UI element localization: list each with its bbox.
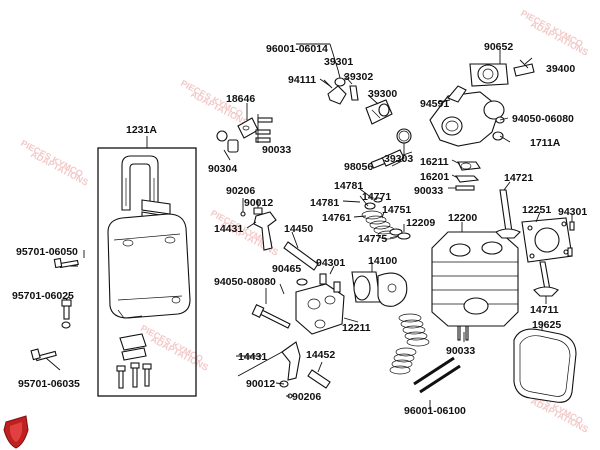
part-label: 18646 bbox=[226, 93, 255, 105]
part-label: 94591 bbox=[420, 98, 449, 110]
part-label: 14431 bbox=[238, 351, 267, 363]
part-labels: 1231A 95701-06050 95701-06025 95701-0603… bbox=[12, 41, 587, 417]
part-label: 94111 bbox=[288, 74, 316, 86]
part-label: 14450 bbox=[284, 223, 313, 235]
part-label: 14771 bbox=[362, 191, 391, 203]
part-label: 14431 bbox=[214, 223, 243, 235]
cover-gasket bbox=[119, 333, 147, 351]
part-label: 94050-06080 bbox=[512, 113, 574, 125]
part-label: 12251 bbox=[522, 204, 551, 216]
part-label: 90465 bbox=[272, 263, 301, 275]
part-label: 90206 bbox=[226, 185, 255, 197]
part-label: 95701-06050 bbox=[16, 246, 78, 258]
part-label: 90652 bbox=[484, 41, 513, 53]
cam-holder-group bbox=[251, 262, 408, 399]
part-label: 95701-06035 bbox=[18, 378, 80, 390]
part-label: 19625 bbox=[532, 319, 561, 331]
part-label: 94301 bbox=[558, 206, 587, 218]
part-label: 16211 bbox=[420, 156, 449, 168]
part-label: 12211 bbox=[342, 322, 371, 334]
part-label: 39303 bbox=[384, 153, 413, 165]
part-label: 16201 bbox=[420, 171, 449, 183]
head-cover-group bbox=[97, 136, 197, 397]
part-label: 94050-08080 bbox=[214, 276, 276, 288]
part-label: 14452 bbox=[306, 349, 335, 361]
part-label: 90206 bbox=[292, 391, 321, 403]
part-label: 12209 bbox=[406, 217, 435, 229]
part-label: 12200 bbox=[448, 212, 477, 224]
part-label: 90012 bbox=[244, 197, 273, 209]
intake-group bbox=[323, 77, 412, 156]
part-label: 14781 bbox=[310, 197, 339, 209]
part-label: 95701-06025 bbox=[12, 290, 74, 302]
part-label: 39302 bbox=[344, 71, 373, 83]
valve-spring-lower bbox=[389, 313, 430, 375]
part-label: 98056 bbox=[344, 161, 373, 173]
part-label: 90012 bbox=[246, 378, 275, 390]
part-label: 14751 bbox=[382, 204, 411, 216]
part-label: 39400 bbox=[546, 63, 575, 75]
part-label: 39301 bbox=[324, 56, 353, 68]
cylinder-head bbox=[370, 149, 519, 327]
part-label: 39300 bbox=[368, 88, 397, 100]
part-label: 14100 bbox=[368, 255, 397, 267]
part-label: 14775 bbox=[358, 233, 387, 245]
part-label: 90304 bbox=[208, 163, 237, 175]
part-label: 94301 bbox=[316, 257, 345, 269]
bolt-set bbox=[116, 362, 152, 389]
part-label: 90033 bbox=[414, 185, 443, 197]
middle-small-parts bbox=[216, 103, 319, 271]
part-label: 96001-06014 bbox=[266, 43, 328, 55]
head-cover-body bbox=[107, 213, 191, 319]
thermostat-group bbox=[429, 59, 535, 191]
part-label: 14721 bbox=[504, 172, 533, 184]
part-label: 90033 bbox=[446, 345, 475, 357]
leader-lines bbox=[45, 43, 533, 397]
cover-seal-gasket bbox=[513, 328, 577, 403]
part-label: 1711A bbox=[530, 137, 561, 149]
part-label: 96001-06100 bbox=[404, 405, 466, 417]
left-bolts bbox=[30, 257, 79, 362]
valve bbox=[499, 189, 513, 233]
right-valve-group bbox=[495, 181, 577, 403]
part-label: 14781 bbox=[334, 180, 363, 192]
part-label: 90033 bbox=[262, 144, 291, 156]
part-label: 14711 bbox=[530, 304, 559, 316]
part-label: 14761 bbox=[322, 212, 351, 224]
part-label: 1231A bbox=[126, 124, 157, 136]
brand-shield-icon bbox=[3, 415, 29, 449]
